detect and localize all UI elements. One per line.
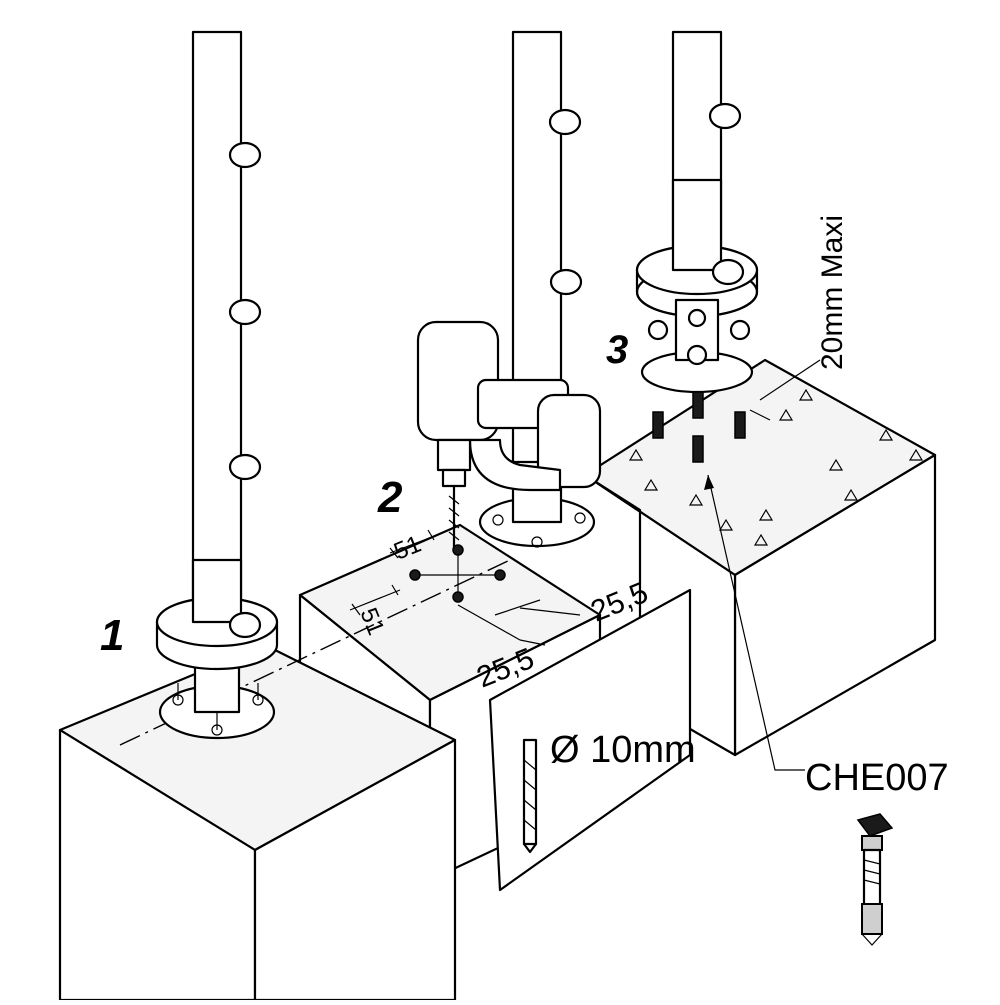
hole-pattern <box>349 529 581 646</box>
cable-clamp-icon <box>228 141 262 639</box>
cable-clamp-icon <box>708 102 745 286</box>
drill-diameter-label: Ø 10mm <box>550 729 696 771</box>
drill-icon <box>416 320 602 550</box>
drill-bit-icon <box>522 738 538 854</box>
step-2-label: 2 <box>377 473 403 522</box>
concrete-block-1 <box>58 643 457 1002</box>
max-depth-label: 20mm Maxi <box>816 215 849 370</box>
part-reference-label: CHE007 <box>805 757 949 799</box>
leader-lines <box>704 359 821 771</box>
anchor-bolts-step3 <box>647 308 751 463</box>
step-3-label: 3 <box>606 328 628 372</box>
post-1 <box>155 30 279 740</box>
cable-clamp-icon <box>548 108 583 296</box>
anchor-bolt-icon <box>856 813 894 946</box>
post-3 <box>635 30 759 463</box>
alignment-line <box>119 559 511 746</box>
step-1-label: 1 <box>100 611 124 660</box>
